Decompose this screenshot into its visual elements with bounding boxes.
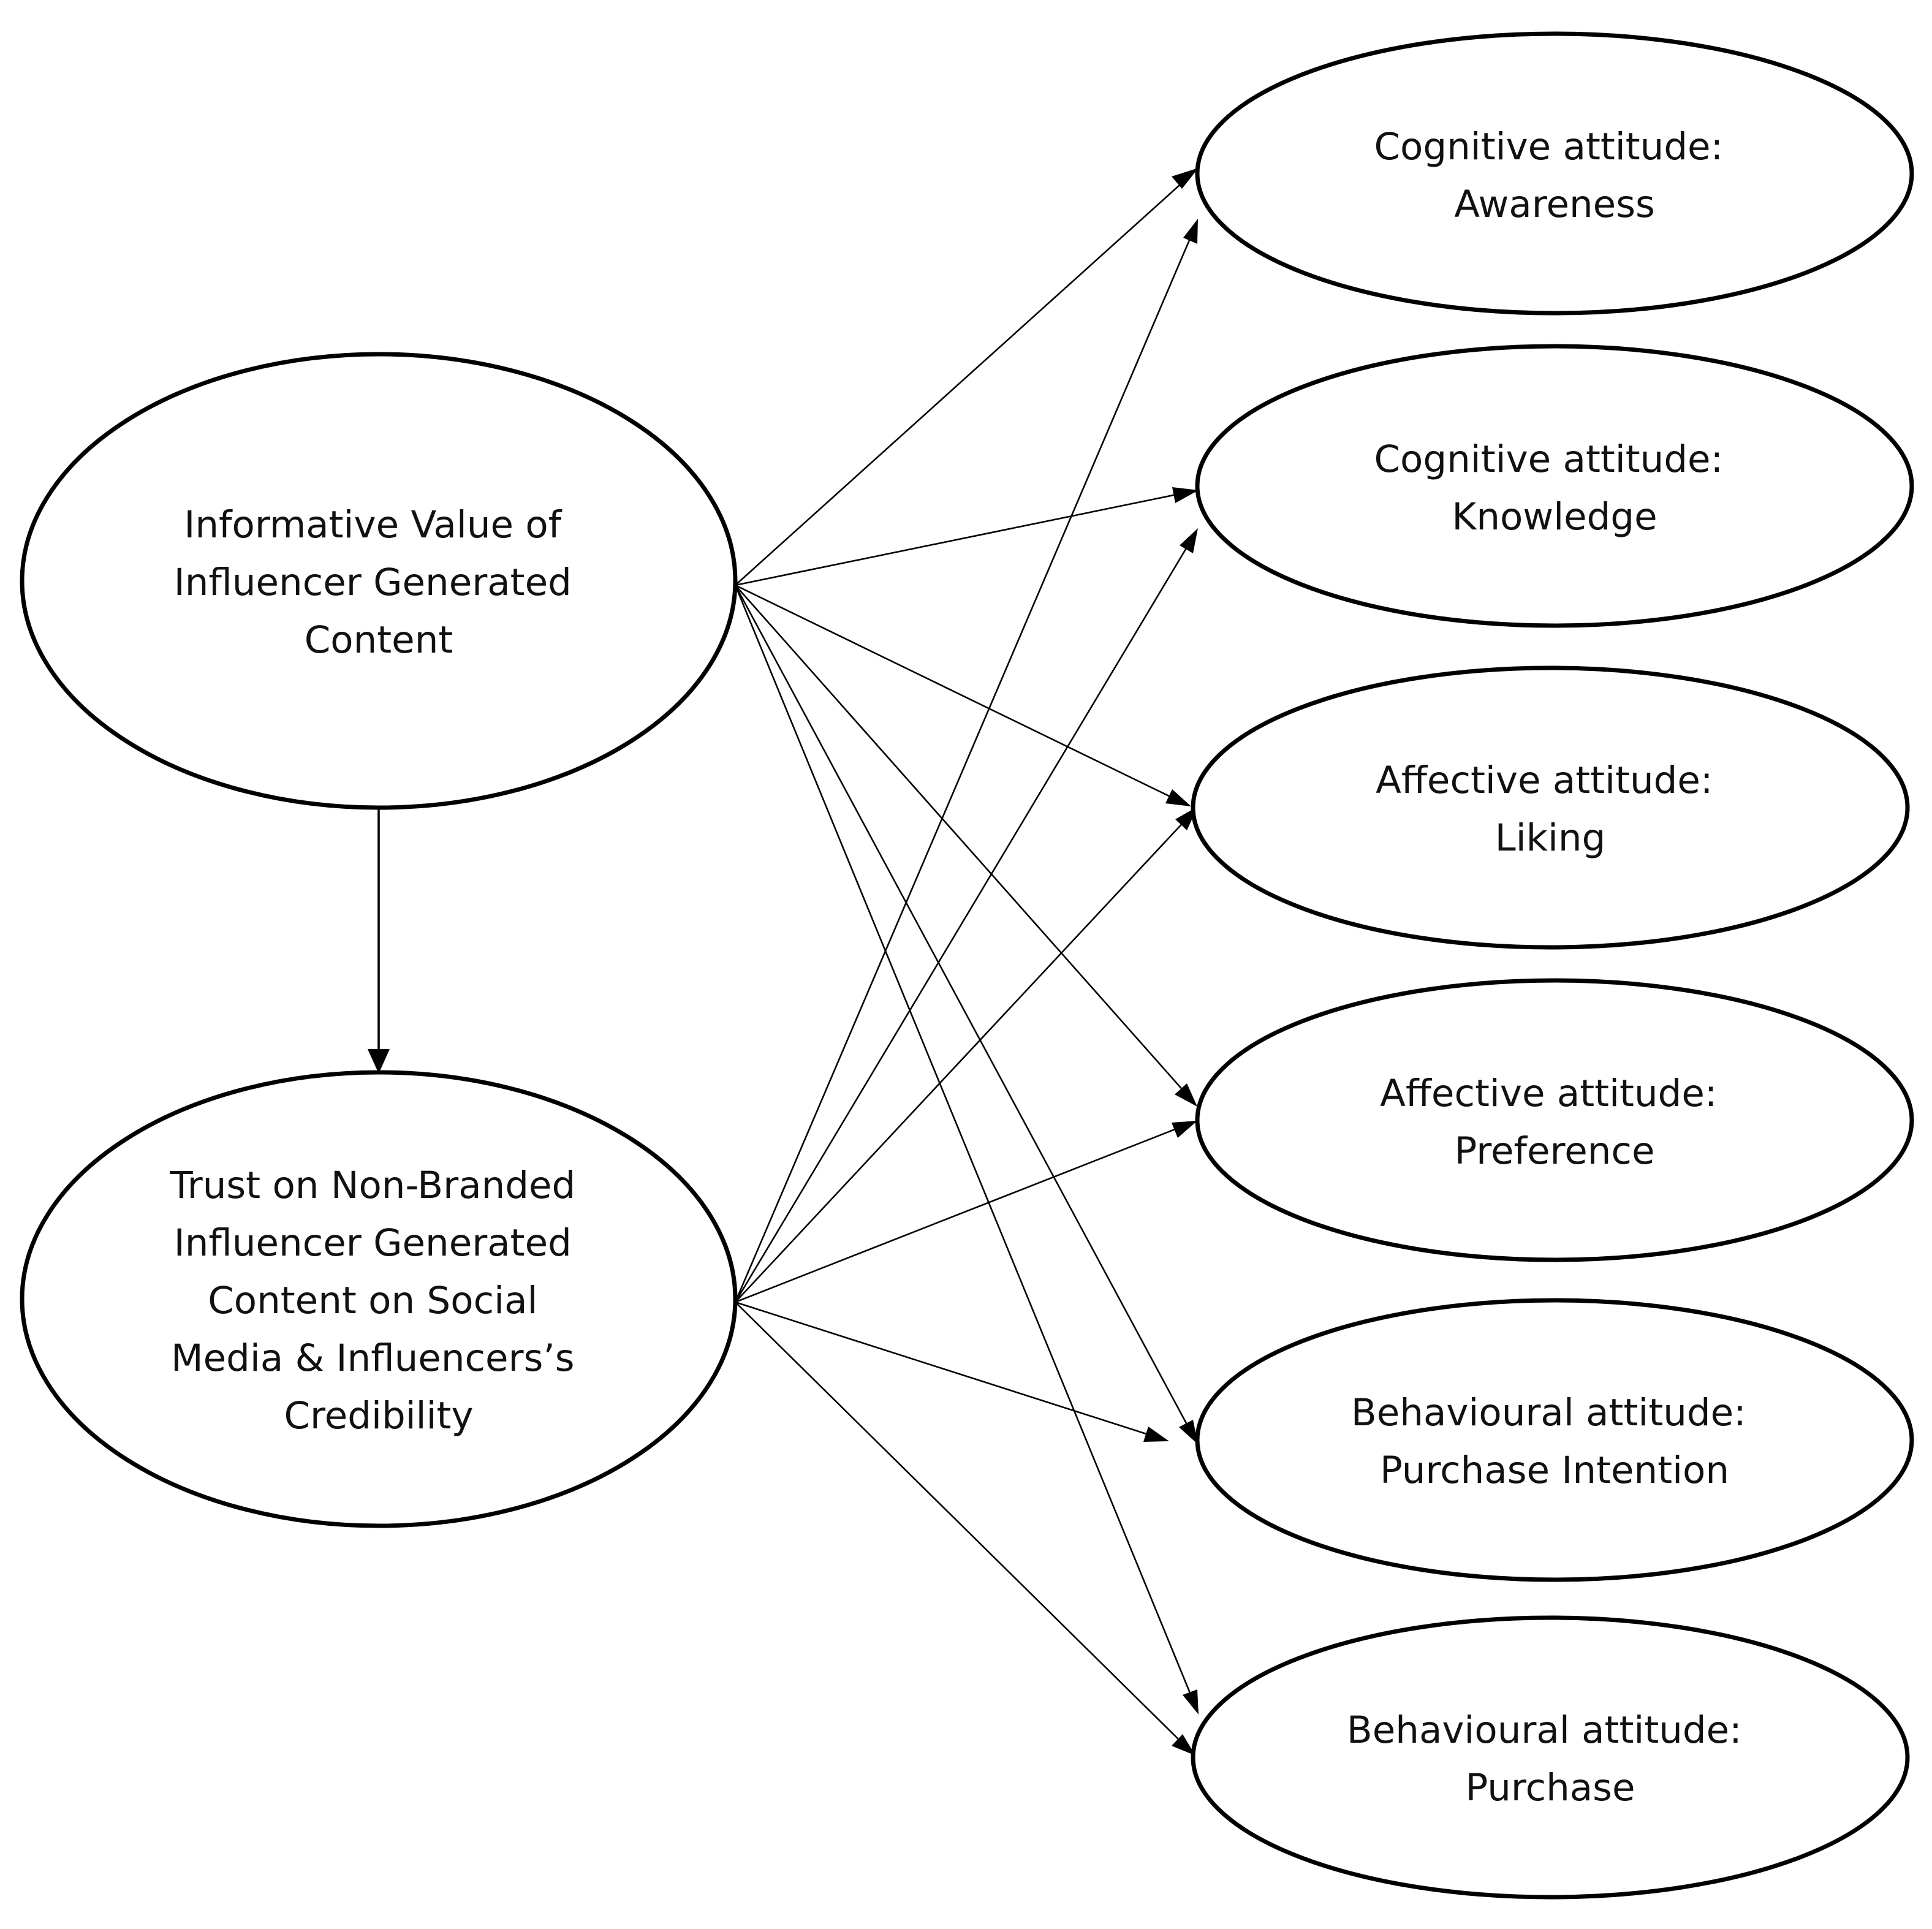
node-purchase-intention: Behavioural attitude: Purchase Intention xyxy=(1195,1298,1914,1582)
arrowhead-trust-to-knowledge xyxy=(1180,528,1198,553)
node-preference: Affective attitude: Preference xyxy=(1195,978,1914,1262)
node-knowledge: Cognitive attitude: Knowledge xyxy=(1195,344,1914,628)
node-preference-label: Affective attitude: Preference xyxy=(1380,1072,1729,1173)
label-line: Influencer Generated xyxy=(174,1221,572,1265)
arrowhead-informative-value-to-liking xyxy=(1165,789,1191,806)
node-knowledge-label: Cognitive attitude: Knowledge xyxy=(1374,438,1735,539)
node-purchase-intention-shape xyxy=(1195,1298,1914,1582)
node-awareness-label: Cognitive attitude: Awareness xyxy=(1374,125,1735,226)
nodes-layer: Informative Value of Influencer Generate… xyxy=(20,31,1914,1900)
arrowhead-trust-to-preference xyxy=(1172,1121,1197,1138)
label-line: Affective attitude: xyxy=(1380,1072,1717,1115)
label-line: Media & Influencers’s xyxy=(171,1336,575,1380)
arrowhead-informative-value-to-trust xyxy=(368,1049,390,1074)
node-purchase-shape xyxy=(1191,1615,1910,1900)
node-knowledge-shape xyxy=(1195,344,1914,628)
arrowhead-informative-value-to-preference xyxy=(1175,1083,1197,1107)
node-purchase: Behavioural attitude: Purchase xyxy=(1191,1615,1910,1900)
edge-informative-value-to-purchase-intention xyxy=(734,585,1190,1428)
label-line: Content on Social xyxy=(208,1279,537,1322)
label-line: Preference xyxy=(1455,1129,1655,1173)
label-line: Affective attitude: xyxy=(1376,759,1713,802)
label-line: Behavioural attitude: xyxy=(1347,1708,1742,1752)
arrowhead-trust-to-awareness xyxy=(1183,219,1198,244)
label-line: Credibility xyxy=(284,1394,473,1438)
arrowhead-informative-value-to-knowledge xyxy=(1172,487,1199,503)
edge-trust-to-knowledge xyxy=(734,544,1190,1303)
edge-trust-to-purchase xyxy=(735,1302,1183,1744)
node-trust: Trust on Non-Branded Influencer Generate… xyxy=(20,1070,738,1528)
label-line: Cognitive attitude: xyxy=(1374,125,1723,169)
edge-informative-value-to-liking xyxy=(735,584,1177,801)
node-purchase-intention-label: Behavioural attitude: Purchase Intention xyxy=(1351,1391,1758,1492)
edge-trust-to-liking xyxy=(735,819,1186,1303)
node-trust-shape xyxy=(20,1070,738,1528)
edges-layer xyxy=(368,168,1199,1756)
label-line: Liking xyxy=(1495,816,1606,860)
node-informative-value: Informative Value of Influencer Generate… xyxy=(20,352,738,810)
node-awareness-shape xyxy=(1195,31,1914,316)
label-line: Awareness xyxy=(1454,183,1655,226)
label-line: Influencer Generated xyxy=(174,561,572,604)
label-line: Purchase xyxy=(1465,1766,1635,1810)
edge-informative-value-to-awareness xyxy=(735,180,1186,586)
node-informative-value-label: Informative Value of Influencer Generate… xyxy=(174,503,583,662)
label-line: Behavioural attitude: xyxy=(1351,1391,1746,1434)
node-liking-shape xyxy=(1191,665,1910,950)
edge-trust-to-awareness xyxy=(734,235,1192,1303)
node-purchase-label: Behavioural attitude: Purchase xyxy=(1347,1708,1754,1810)
node-preference-shape xyxy=(1195,978,1914,1262)
label-line: Cognitive attitude: xyxy=(1374,438,1723,481)
edge-informative-value-to-purchase xyxy=(734,585,1193,1698)
edge-trust-to-purchase-intention xyxy=(735,1301,1153,1437)
node-liking-label: Affective attitude: Liking xyxy=(1376,759,1725,860)
label-line: Purchase Intention xyxy=(1380,1449,1729,1492)
arrowhead-informative-value-to-awareness xyxy=(1172,168,1199,189)
arrowhead-informative-value-to-purchase-intention xyxy=(1179,1420,1198,1444)
arrowhead-informative-value-to-purchase xyxy=(1183,1689,1199,1715)
edge-trust-to-preference xyxy=(735,1126,1180,1303)
node-informative-value-shape xyxy=(20,352,738,810)
label-line: Informative Value of xyxy=(184,503,562,547)
label-line: Knowledge xyxy=(1452,495,1657,539)
label-line: Trust on Non-Branded xyxy=(169,1164,575,1207)
label-line: Content xyxy=(305,618,453,662)
edge-informative-value-to-preference xyxy=(735,585,1186,1093)
edge-informative-value-to-knowledge xyxy=(735,492,1183,586)
arrowhead-trust-to-purchase-intention xyxy=(1143,1427,1169,1442)
node-liking: Affective attitude: Liking xyxy=(1191,665,1910,950)
node-awareness: Cognitive attitude: Awareness xyxy=(1195,31,1914,316)
node-trust-label: Trust on Non-Branded Influencer Generate… xyxy=(169,1164,587,1438)
arrowhead-trust-to-purchase xyxy=(1172,1734,1195,1756)
